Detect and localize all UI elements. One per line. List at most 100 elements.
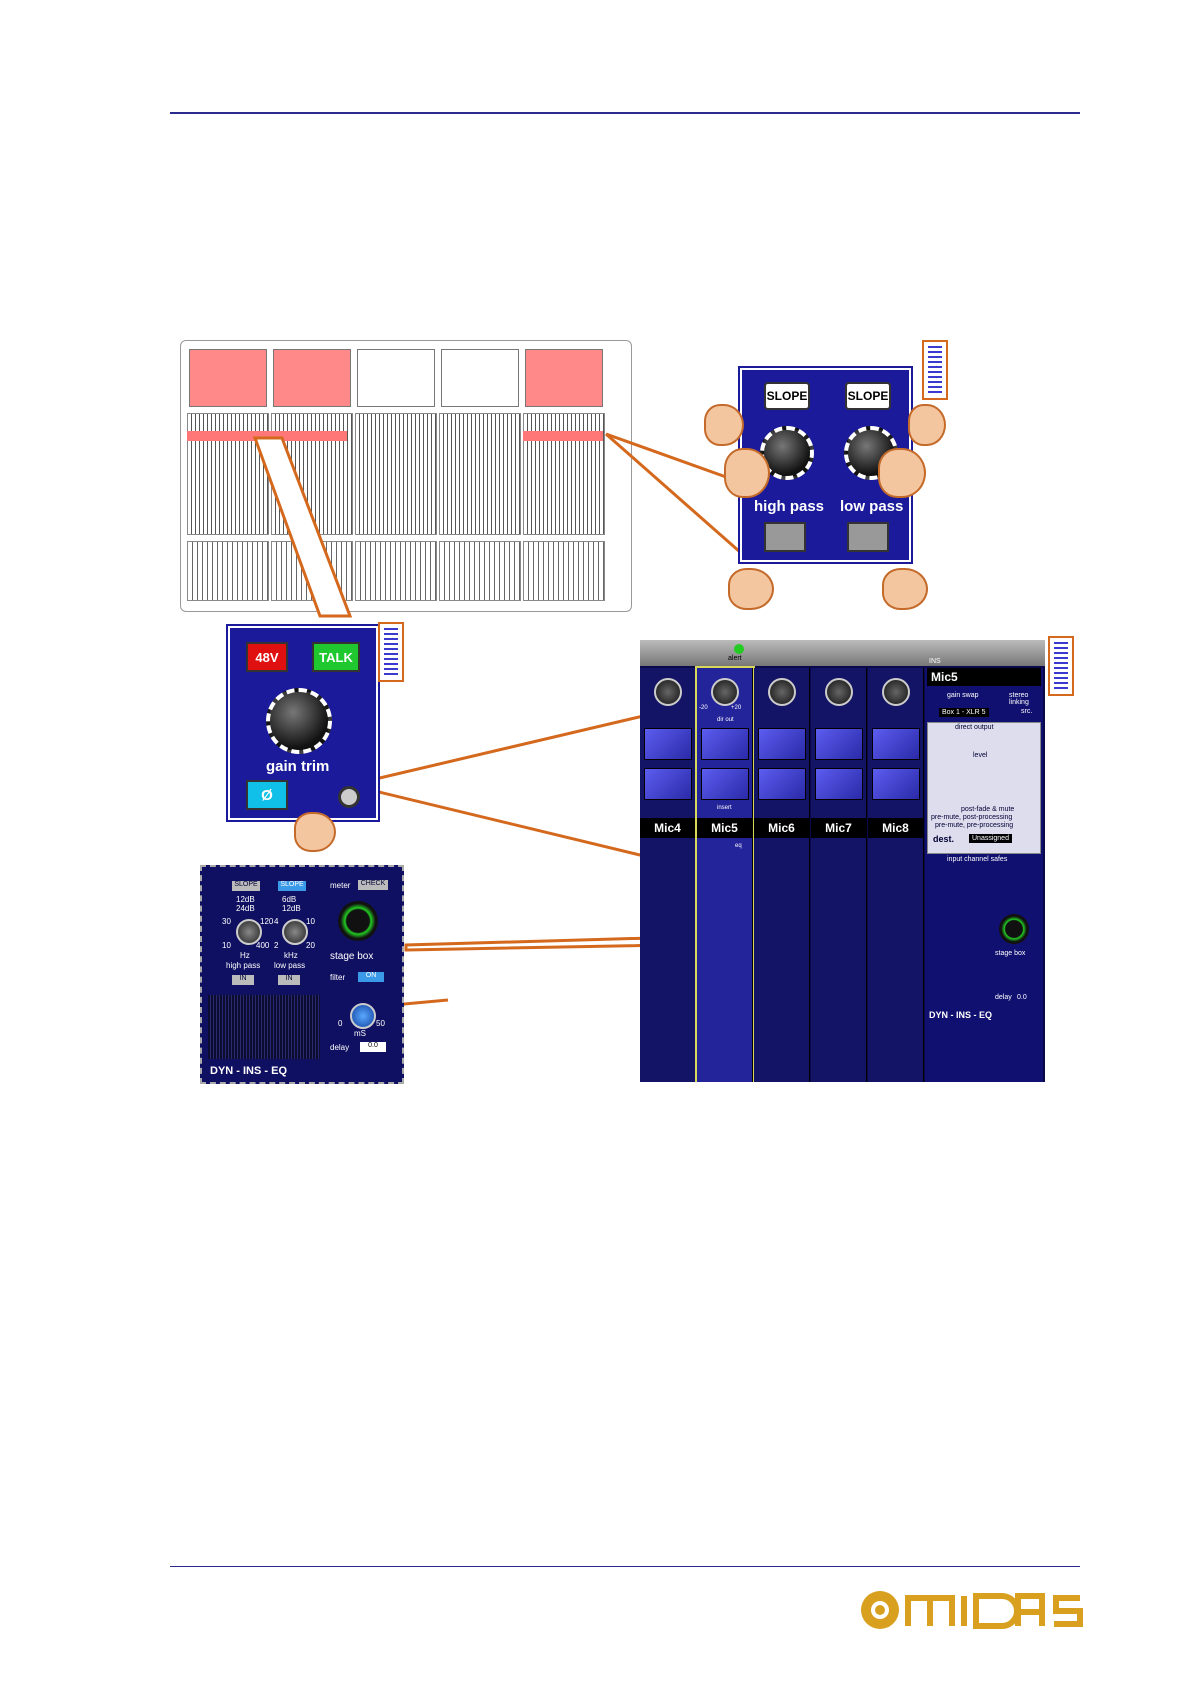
meter-label: meter [330,881,351,890]
midas-logo-icon [861,1591,1083,1629]
zoom-slope-left[interactable]: SLOPE [232,881,260,891]
talk-button[interactable]: TALK [312,642,360,672]
strip-highlight-2 [523,431,603,441]
select-button[interactable] [338,786,360,808]
zoom-hp-in-button[interactable]: IN [232,975,254,985]
zoom-lp-in-button[interactable]: IN [278,975,300,985]
filter-button[interactable]: ON [358,972,384,982]
stage-box-label: stage box [995,950,1026,957]
fader-bay-3 [355,541,437,601]
strip-highlight-1 [187,431,347,441]
zoom-lp-knob[interactable] [282,919,308,945]
phase-button[interactable]: Ø [246,780,288,810]
direct-output-box [927,722,1041,854]
gain-knob[interactable] [711,678,739,706]
header-rule [170,112,1080,114]
pre-mute-post-option[interactable]: pre-mute, post-processing [931,814,1013,821]
channel-name: Mic6 [754,818,809,838]
slope-left-button[interactable]: SLOPE [764,382,810,410]
filter-panel: SLOPE SLOPE high pass low pass [738,366,913,564]
lp-6db: 6dB [282,895,297,904]
khz-label: kHz [284,951,298,960]
zoom-slope-right[interactable]: SLOPE [278,881,306,891]
dest-select[interactable]: Unassigned [969,834,1012,843]
gain-knob[interactable] [825,678,853,706]
eq-pad [872,728,920,760]
bay-2 [273,349,351,407]
console-overview [180,340,632,612]
delay-value: 0.0 [1017,994,1027,1001]
gain-trim-label: gain trim [266,758,330,775]
bay-1 [189,349,267,407]
channel-name: Mic7 [811,818,866,838]
zoomed-filter-section: SLOPE SLOPE 12dB 24dB 6dB 12dB 30 120 10… [200,865,404,1084]
dyn-pad [815,768,863,800]
level-label: level [973,752,988,759]
channel-strip-mic7[interactable]: Mic7 [811,668,867,1082]
gain-knob[interactable] [882,678,910,706]
dest-label: dest. [933,834,955,844]
console-location-thumbnail [1048,636,1074,696]
zoom-hp-knob[interactable] [236,919,262,945]
phantom-48v-button[interactable]: 48V [246,642,288,672]
channel-strip-mic6[interactable]: Mic6 [754,668,810,1082]
source-select[interactable]: Box 1 - XLR 5 [939,708,989,717]
slope-right-button[interactable]: SLOPE [845,382,891,410]
footer-rule [170,1566,1080,1567]
gain-swap-label: gain swap [947,692,979,699]
low-pass-in-button[interactable] [847,522,889,552]
high-pass-in-button[interactable] [764,522,806,552]
insert-label: insert [717,805,732,811]
channel-strip-mic8[interactable]: Mic8 [868,668,924,1082]
delay-label: delay [995,994,1012,1001]
sidebar-channel-name: Mic5 [927,668,1041,686]
dyn-pad [644,768,692,800]
channel-strip-mic5[interactable]: -20 +20 dir out insert Mic5 eq [695,666,755,1082]
hand-icon [704,404,744,446]
hp-scale-low: 30 [222,917,231,926]
eq-pad [815,728,863,760]
input-panel: 48V TALK gain trim Ø [226,624,380,822]
zoom-delay-value: 0.0 [360,1042,386,1052]
gain-knob[interactable] [654,678,682,706]
console-location-thumbnail [378,622,404,682]
screen-top-bar [640,640,1045,666]
alert-label: alert [728,655,742,662]
zoom-delay-label: delay [330,1043,350,1052]
gain-scale-max: +20 [731,705,742,711]
lp-scale-high: 10 [306,917,315,926]
ms-min: 0 [338,1019,343,1028]
eq-pad [644,728,692,760]
delay-knob[interactable] [350,1003,376,1029]
channel-strip-mic4[interactable]: Mic4 [640,668,696,1082]
midas-logo [858,1588,1083,1632]
direct-output-label: direct output [955,724,994,731]
zoom-high-pass-label: high pass [226,961,261,970]
lp-scale-low: 4 [274,917,279,926]
lp-12db: 12dB [282,904,301,913]
gain-knob[interactable] [768,678,796,706]
sidebar-footer: DYN - INS - EQ [929,1010,993,1020]
dyn-pad [701,768,749,800]
eq-label: eq [735,843,742,849]
stereo-linking-label: stereo linking [1009,692,1029,706]
bay-4 [441,349,519,407]
hz-label: Hz [240,951,250,960]
hand-icon [908,404,946,446]
zoom-low-pass-label: low pass [274,961,306,970]
strip-4 [439,413,521,535]
safes-label: input channel safes [947,856,1008,863]
hp-scale-max: 400 [256,941,270,950]
bay-3 [357,349,435,407]
pre-mute-pre-option[interactable]: pre-mute, pre-processing [935,822,1014,829]
hand-icon [728,568,774,610]
zoom-stage-box-label: stage box [330,951,374,962]
check-button[interactable]: CHECK [358,880,388,890]
gain-trim-knob[interactable] [266,688,332,754]
ins-label: INS [929,658,941,665]
bay-5 [525,349,603,407]
hp-scale-high: 120 [260,917,274,926]
stage-box-meter-icon [999,914,1029,944]
channel-sidebar: Mic5 INS gain swap stereo linking Box 1 … [925,658,1043,1082]
post-fade-mute-option[interactable]: post-fade & mute [961,806,1015,813]
